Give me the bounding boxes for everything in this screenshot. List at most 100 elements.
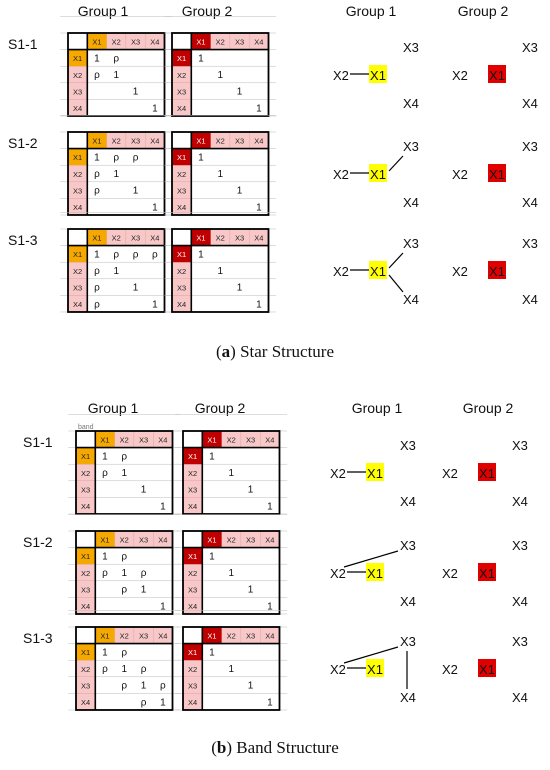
panel-a-graph-g1-node-x1: X1	[370, 167, 386, 182]
panel-b-matrix-g1-col-label: X1	[100, 632, 109, 641]
panel-b-graph-g1-node-x4: X4	[400, 690, 416, 705]
panel-b-matrix-g1-cell-value: 1	[102, 452, 108, 463]
panel-b-graph-g2-node-x2: X2	[442, 466, 458, 481]
panel-a-matrix-g1-row-label: X1	[73, 250, 82, 259]
panel-b-matrix-g1-col-label: X4	[158, 536, 167, 545]
panel-a-matrix-g2-cell-value: 1	[256, 103, 262, 114]
panel-a-matrix-g1-col-label: X4	[150, 234, 159, 243]
panel-b-matrix-g2-col-label: X1	[207, 436, 216, 445]
panel-a-header-group-2: Group 2	[182, 3, 233, 19]
panel-b-graph-g1-node-x1: X1	[367, 466, 383, 481]
caption-b: (b) Band Structure	[211, 738, 339, 757]
panel-b-matrix-g2-col-label: X2	[227, 436, 236, 445]
panel-b-matrix-g2-cell-value: 1	[248, 681, 254, 692]
panel-b-matrix-g2-col-label: X2	[227, 536, 236, 545]
panel-a-matrix-g1-row-label: X2	[73, 170, 82, 179]
panel-a-matrix-g2-border	[171, 228, 270, 313]
panel-b-matrix-g1-cell-value: 1	[141, 681, 147, 692]
panel-a-matrix-g1-col-label: X3	[131, 234, 140, 243]
panel-b-matrix-g2-cell-value: 1	[209, 552, 215, 563]
panel-a-matrix-g1-x1-col-header	[87, 229, 107, 246]
panel-a-matrix-g2-row-label: X2	[177, 71, 186, 80]
panel-b-matrix-g2-col-label: X4	[265, 436, 274, 445]
panel-a-matrix-g2-cell-value: 1	[237, 283, 243, 294]
panel-b-matrix-g1-cell-value: ρ	[102, 468, 108, 479]
panel-a-matrix-g1-col-label: X1	[92, 38, 101, 47]
panel-a-matrix-g2-x1-row-header	[172, 148, 192, 166]
panel-b-matrix-g1-cell-value: ρ	[121, 452, 127, 463]
panel-b-matrix-g1-col-label: X1	[100, 436, 109, 445]
panel-a-matrix-g2-row-label: X1	[177, 153, 186, 162]
panel-a-matrix-g1-row-label: X4	[73, 203, 82, 212]
panel-b-matrix-g1-row-label: X3	[81, 585, 90, 594]
panel-b-matrix-g1-col-label: X2	[120, 536, 129, 545]
panel-a-matrix-g1-cell-value: ρ	[113, 54, 119, 65]
panel-a-matrix-g2-col-label: X3	[235, 137, 244, 146]
panel-b-header-group-2: Group 2	[195, 400, 246, 416]
panel-b-matrix-g1-cell-value: 1	[160, 501, 166, 512]
panel-a-matrix-g2-cell-value: 1	[256, 202, 262, 213]
panel-a-matrix-g1-cell-value: ρ	[94, 169, 100, 180]
panel-b-graph-g2-node-x3: X3	[512, 634, 528, 649]
panel-b-matrix-g1-row-label: X1	[81, 552, 90, 561]
panel-a-matrix-g2-cell-value: 1	[256, 299, 262, 310]
panel-a-graph-g1-node-x3: X3	[403, 139, 419, 154]
panel-a-graph-g1-edge	[388, 252, 404, 269]
panel-b-matrix-g2-col-label: X3	[246, 436, 255, 445]
panel-b-row-label: S1-3	[23, 630, 53, 646]
panel-b-matrix-g2-cell-value: 1	[228, 568, 234, 579]
panel-b-matrix-g1-cell-value: 1	[102, 552, 108, 563]
panel-a-matrix-g1-row-label: X2	[73, 71, 82, 80]
panel-a-graph-g1-node-x1: X1	[370, 68, 386, 83]
panel-a-graph-g1-node-x1: X1	[370, 264, 386, 279]
panel-b-matrix-g1-row-label: X1	[81, 648, 90, 657]
panel-b-graph-g2-node-x1: X1	[479, 566, 495, 581]
panel-b-graph-g2-x1-node-fill	[478, 659, 496, 677]
panel-a-graph-g1-node-x2: X2	[333, 264, 349, 279]
panel-b-matrix-g1-cell-value: ρ	[160, 681, 166, 692]
panel-b-matrix-g1-x1-row-header	[76, 447, 96, 465]
panel-a-matrix-g2-col-label: X4	[254, 234, 263, 243]
caption-a-letter: a	[221, 342, 231, 361]
panel-a-matrix-g1-col-label: X4	[150, 137, 159, 146]
panel-b-matrix-g1-row-label: X2	[81, 469, 90, 478]
panel-b-matrix-g2-x1-row-header	[183, 547, 203, 565]
panel-a-matrix-g1-cell-value: ρ	[133, 250, 139, 261]
panel-a-matrix-g2-row-label: X1	[177, 250, 186, 259]
panel-a-matrix-g2-col-label: X3	[235, 38, 244, 47]
panel-b-matrix-g1-col-label: X2	[120, 632, 129, 641]
panel-a-graph-g1-node-x3: X3	[403, 40, 419, 55]
panel-b-matrix-g1-x1-col-header	[95, 531, 115, 548]
panel-a-matrix-g1-cell-value: 1	[133, 283, 139, 294]
panel-a-matrix-g2-x1-col-header	[191, 229, 211, 246]
panel-b-matrix-g2-border	[182, 530, 281, 615]
panel-b-matrix-g1-cell-value: 1	[121, 568, 127, 579]
panel-a-graph-g2-node-x2: X2	[452, 167, 468, 182]
panel-a-matrix-g2-row-label: X4	[177, 300, 186, 309]
panel-b-graph-g1-node-x2: X2	[330, 662, 346, 677]
panel-a-matrix-g1-x1-row-header	[68, 148, 88, 166]
panel-b-matrix-g1-row-label: X4	[81, 502, 90, 511]
panel-b-matrix-g2-row-label: X3	[188, 585, 197, 594]
panel-a-matrix-g1-border	[67, 32, 166, 117]
panel-b-matrix-g1-cell-value: 1	[102, 648, 108, 659]
panel-b-matrix-g2-row-label: X3	[188, 681, 197, 690]
panel-a-matrix-g1-row-label: X3	[73, 283, 82, 292]
panel-b-graph-g2-node-x1: X1	[479, 466, 495, 481]
panel-a-matrix-g1-cell-value: 1	[133, 186, 139, 197]
panel-a-matrix-g2-col-label: X2	[216, 137, 225, 146]
panel-b-matrix-g1-cell-value: ρ	[102, 568, 108, 579]
panel-a-graph-g2-node-x3: X3	[522, 139, 538, 154]
panel-b-matrix-g2-col-label: X2	[227, 632, 236, 641]
panel-b-matrix-g2-col-label: X4	[265, 536, 274, 545]
panel-b-graph-g1-node-x3: X3	[400, 634, 416, 649]
panel-a-matrix-g2-cell-value: 1	[198, 250, 204, 261]
panel-a-matrix-g1-row-label: X3	[73, 87, 82, 96]
panel-b-matrix-g1-row-label: X1	[81, 452, 90, 461]
